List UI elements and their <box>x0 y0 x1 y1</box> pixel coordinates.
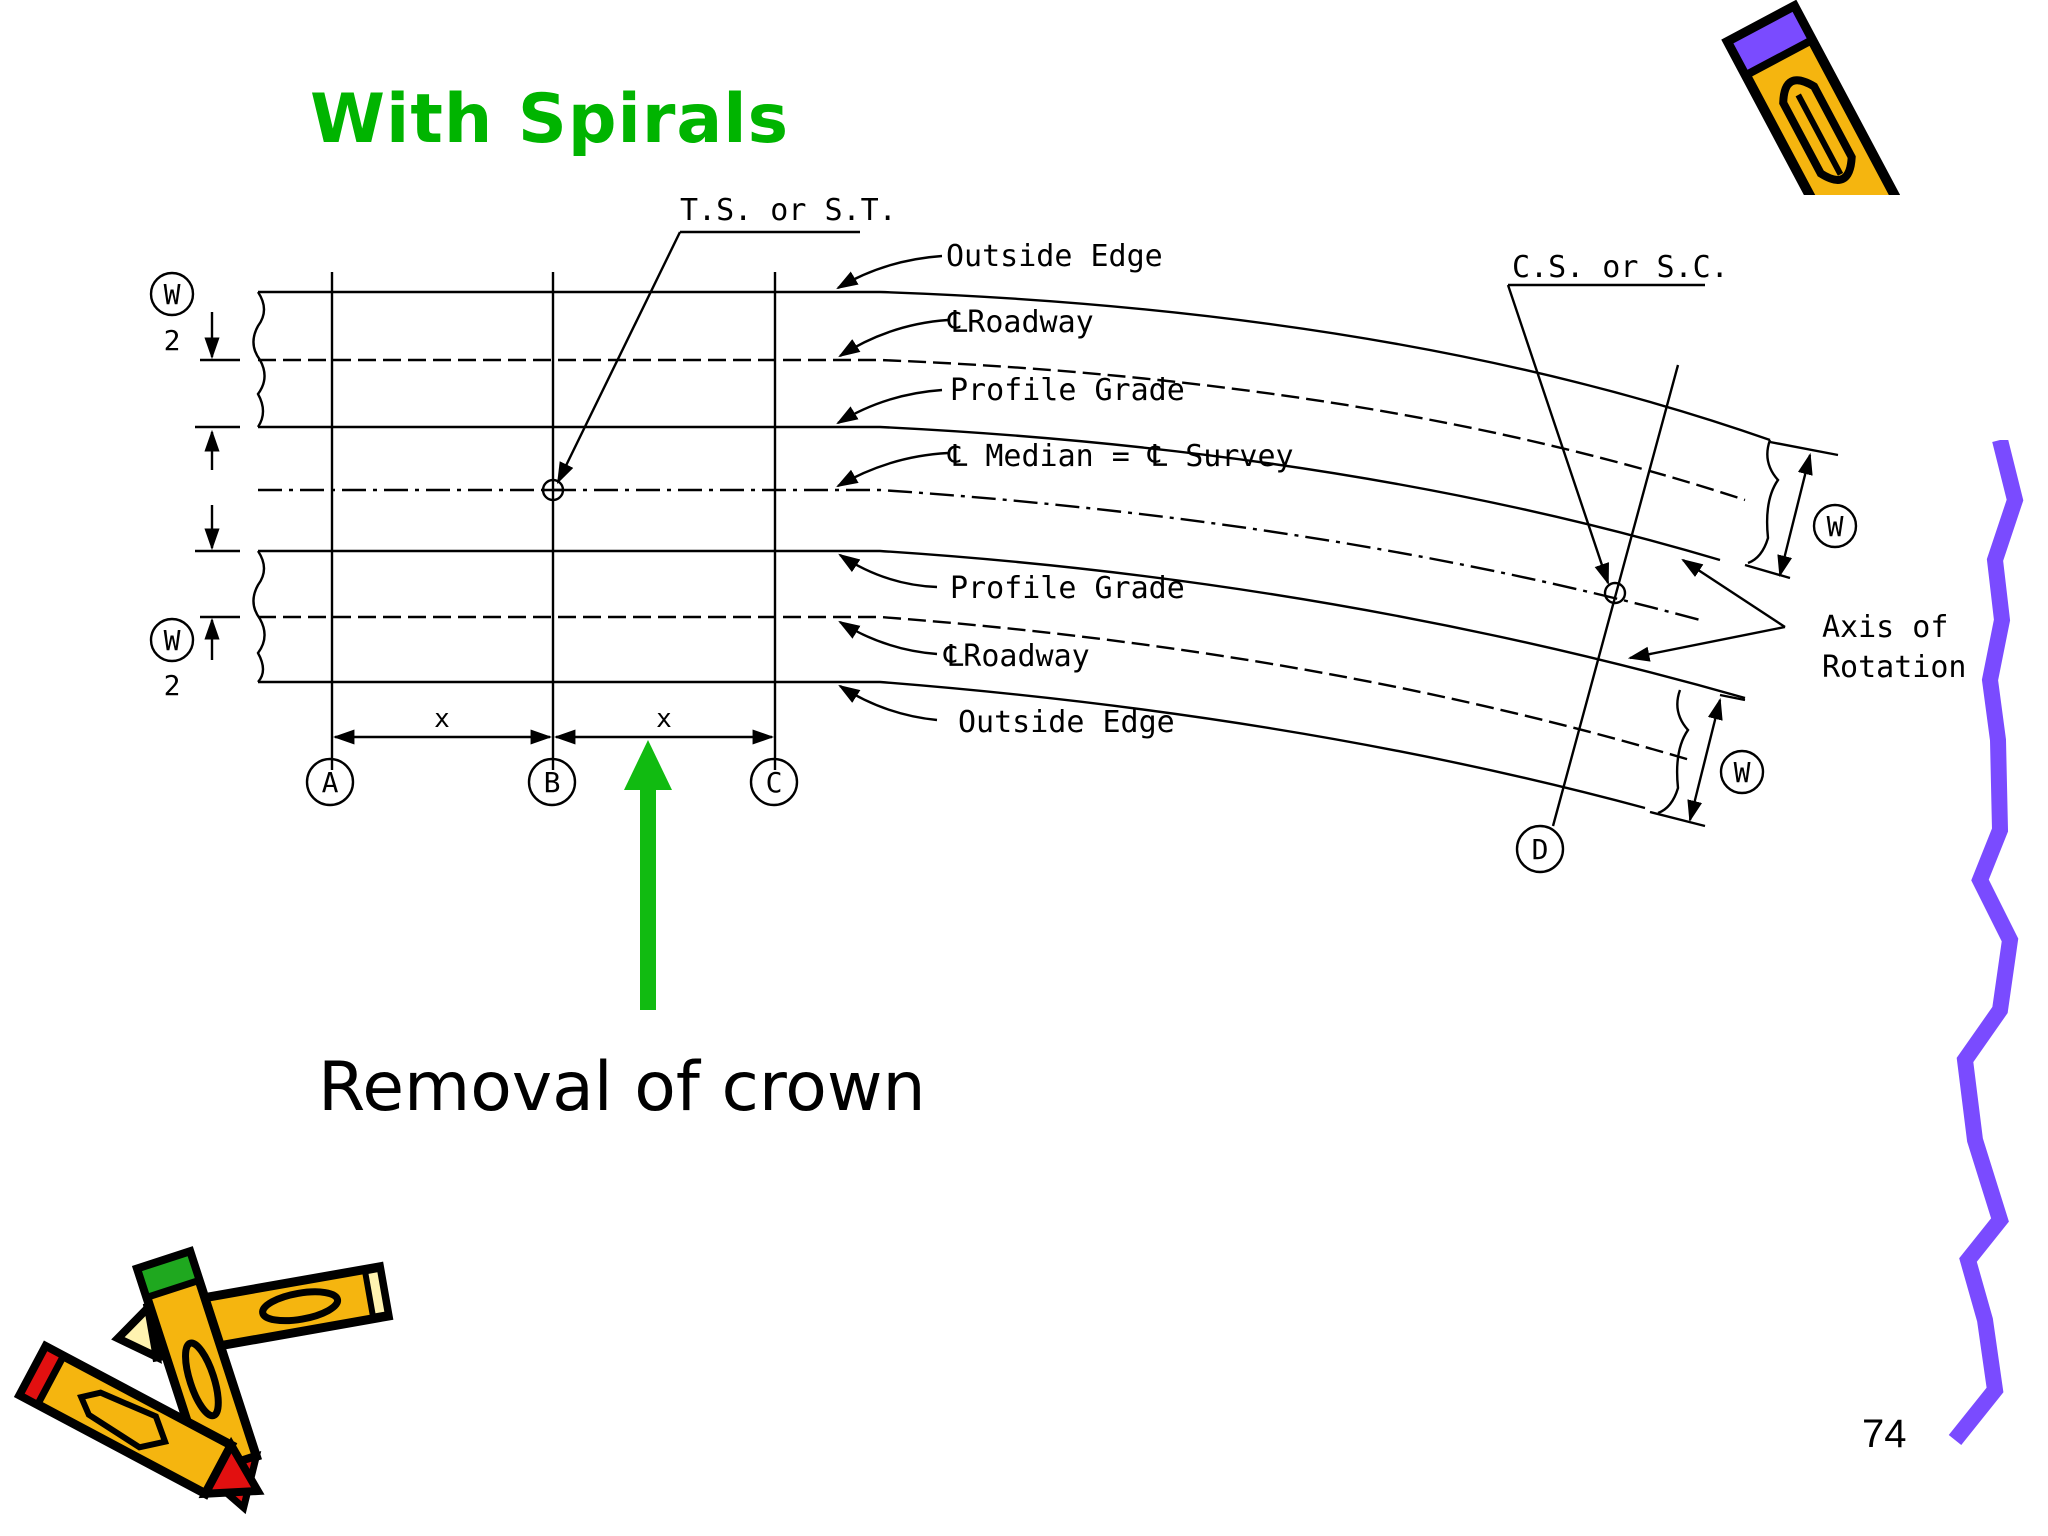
w-label-bottom-left: W <box>164 624 181 657</box>
cl-roadway-bottom-label: ℄Roadway <box>943 639 1090 674</box>
x-left-label: x <box>434 704 450 734</box>
outside-edge-bottom-line <box>258 680 1646 810</box>
x-right-label: x <box>656 704 672 734</box>
station-b-label: B <box>544 766 561 799</box>
profile-grade-bottom-label: Profile Grade <box>950 571 1185 606</box>
caption: Removal of crown <box>318 1048 926 1127</box>
crayon-cluster-icon <box>13 1246 394 1515</box>
pencil-icon <box>1721 0 1900 195</box>
ts-st-label: T.S. or S.T. <box>680 193 897 228</box>
green-up-arrow <box>624 740 672 1010</box>
w-label-right-bottom: W <box>1734 756 1751 789</box>
median-survey-label: ℄ Median = ℄ Survey <box>947 439 1294 474</box>
w-label-right-top: W <box>1827 510 1844 543</box>
page-number: 74 <box>1862 1412 1907 1456</box>
slide-title: With Spirals <box>310 80 790 159</box>
station-a-label: A <box>322 766 339 799</box>
station-c-label: C <box>766 766 783 799</box>
outside-edge-top-line <box>258 290 1771 442</box>
two-label-bottom-left: 2 <box>164 669 181 702</box>
cl-roadway-top-line <box>258 358 1746 502</box>
profile-grade-bottom-line <box>258 549 1746 700</box>
outside-edge-bottom-label: Outside Edge <box>958 705 1175 740</box>
profile-grade-top-line <box>258 425 1721 562</box>
cs-sc-label: C.S. or S.C. <box>1512 250 1729 285</box>
axis-of-label: Axis of <box>1822 610 1948 645</box>
rotation-label: Rotation <box>1822 650 1967 685</box>
cl-roadway-top-label: ℄Roadway <box>947 305 1094 340</box>
station-d-label: D <box>1532 833 1549 866</box>
squiggle-border-icon <box>1948 440 2024 1445</box>
outside-edge-top-label: Outside Edge <box>946 239 1163 274</box>
cl-roadway-bottom-line <box>258 615 1691 762</box>
median-line <box>258 488 1701 622</box>
w-label-top-left: W <box>164 278 181 311</box>
two-label-top-left: 2 <box>164 324 181 357</box>
profile-grade-top-label: Profile Grade <box>950 373 1185 408</box>
